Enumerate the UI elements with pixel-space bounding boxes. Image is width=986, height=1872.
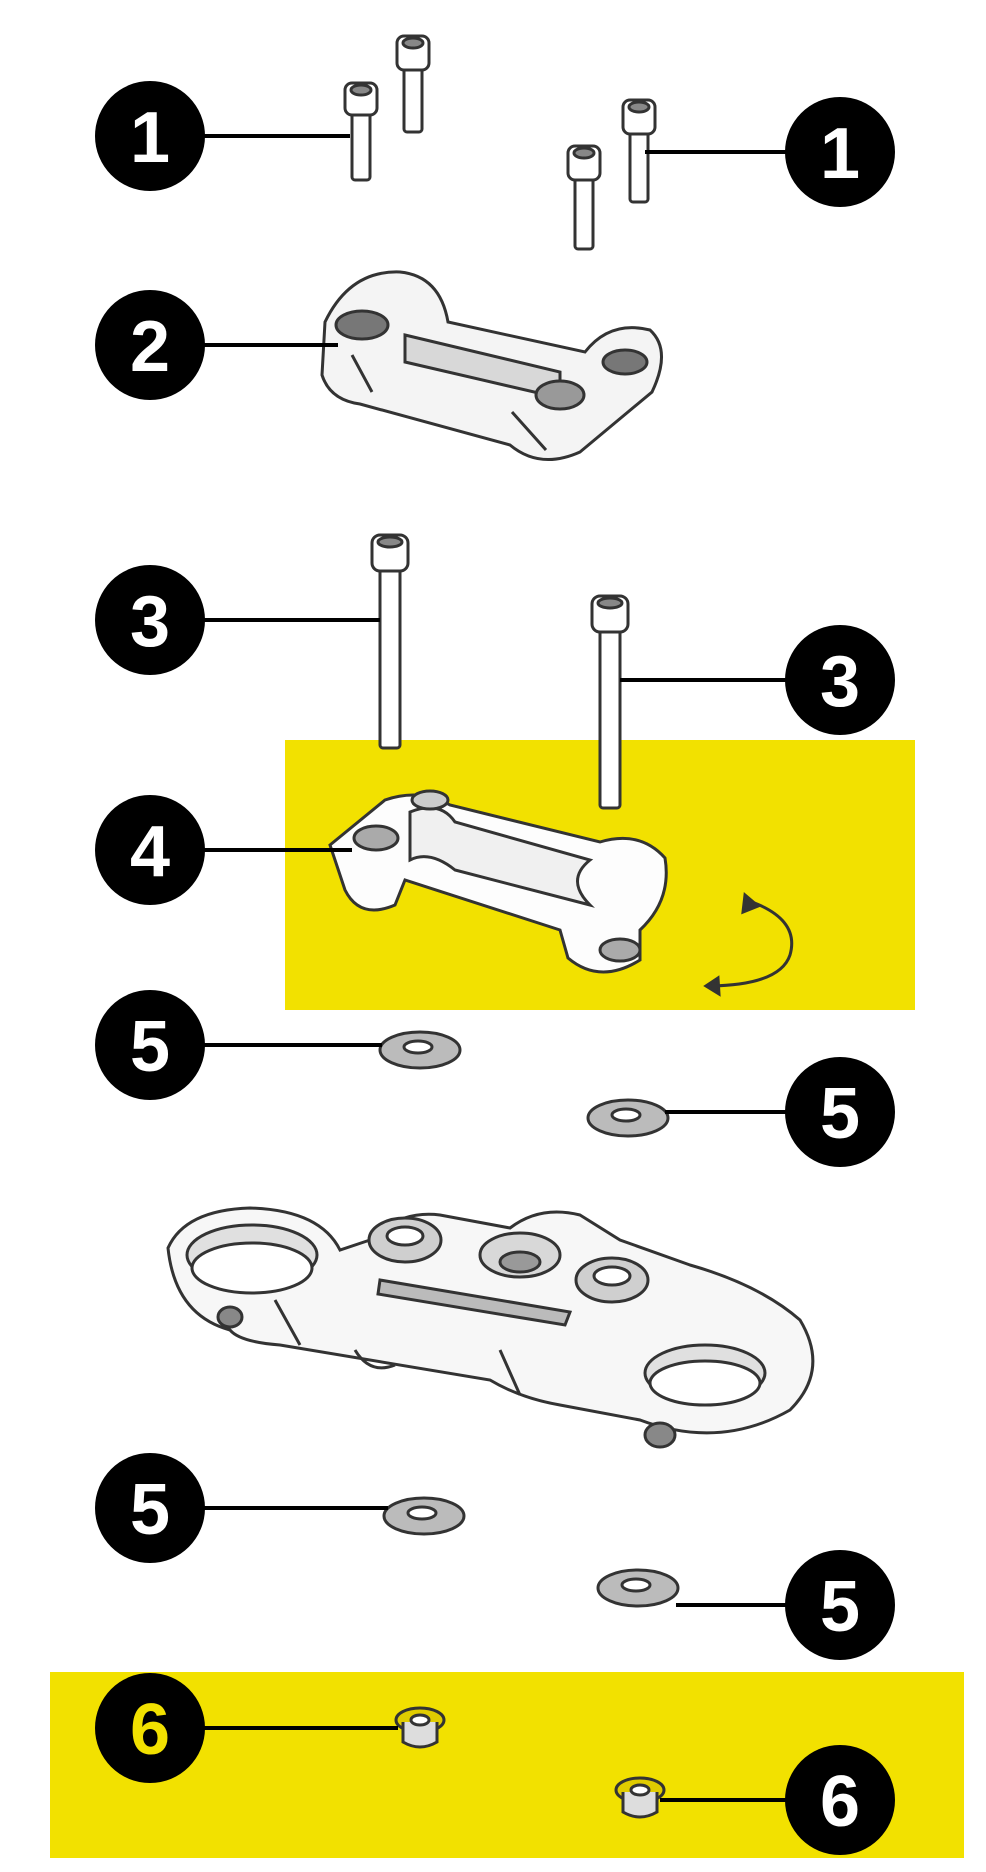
washer	[378, 1030, 462, 1070]
short-screw	[343, 81, 379, 182]
callout-5b: 5	[785, 1057, 895, 1167]
svg-text:5: 5	[820, 1567, 860, 1647]
short-screw	[566, 144, 602, 251]
svg-text:5: 5	[130, 1007, 170, 1087]
svg-text:5: 5	[820, 1074, 860, 1154]
short-screw	[395, 34, 431, 134]
svg-text:3: 3	[130, 582, 170, 662]
svg-text:5: 5	[130, 1470, 170, 1550]
flange-nut	[614, 1776, 666, 1819]
callout-2: 2	[95, 290, 205, 400]
svg-text:1: 1	[820, 114, 860, 194]
triple-clamp	[166, 1206, 815, 1449]
rotation-arrow-icon	[703, 892, 794, 997]
flange-nut	[394, 1706, 446, 1749]
callout-4: 4	[95, 795, 205, 905]
callout-5c: 5	[95, 1453, 205, 1563]
svg-text:6: 6	[820, 1762, 860, 1842]
svg-text:1: 1	[130, 98, 170, 178]
long-screw	[590, 594, 630, 810]
leader-lines	[200, 134, 790, 1802]
svg-text:6: 6	[130, 1690, 170, 1770]
short-screw	[621, 98, 657, 204]
callout-5a: 5	[95, 990, 205, 1100]
long-screw	[370, 533, 410, 750]
callout-3b: 3	[785, 625, 895, 735]
callout-3a: 3	[95, 565, 205, 675]
handlebar-clamp-upper	[320, 270, 663, 462]
callout-6b: 6	[785, 1745, 895, 1855]
washer	[596, 1568, 680, 1608]
callout-6a: 6	[95, 1673, 205, 1783]
svg-text:3: 3	[820, 642, 860, 722]
callout-1a: 1	[95, 81, 205, 191]
callout-1b: 1	[785, 97, 895, 207]
handlebar-clamp-lower	[328, 789, 668, 974]
svg-text:4: 4	[130, 812, 170, 892]
washer	[382, 1496, 466, 1536]
washer	[586, 1098, 670, 1138]
svg-text:2: 2	[130, 307, 170, 387]
callout-5d: 5	[785, 1550, 895, 1660]
